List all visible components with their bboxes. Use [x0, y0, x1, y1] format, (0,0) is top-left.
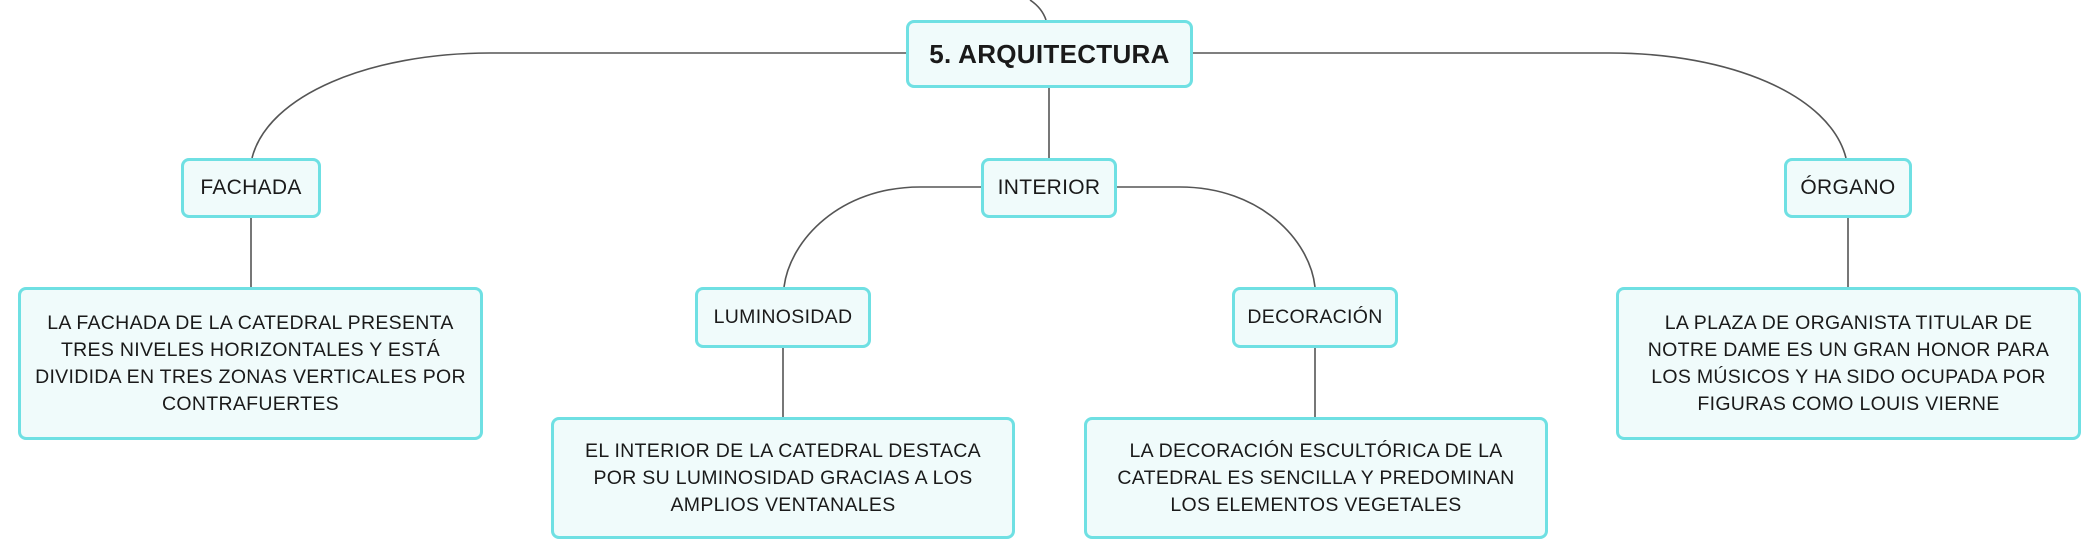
organo-text-node[interactable]: LA PLAZA DE ORGANISTA TITULAR DE NOTRE D… — [1616, 287, 2081, 440]
organo-text: LA PLAZA DE ORGANISTA TITULAR DE NOTRE D… — [1647, 311, 2050, 415]
organo-node[interactable]: ÓRGANO — [1784, 158, 1912, 218]
root-node[interactable]: 5. ARQUITECTURA — [906, 20, 1193, 88]
decoracion-text: LA DECORACIÓN ESCULTÓRICA DE LA CATEDRAL… — [1117, 439, 1515, 516]
connector-interior-luminosidad — [783, 186, 981, 288]
fachada-node[interactable]: FACHADA — [181, 158, 321, 218]
decoracion-text-node[interactable]: LA DECORACIÓN ESCULTÓRICA DE LA CATEDRAL… — [1084, 417, 1548, 539]
interior-node[interactable]: INTERIOR — [981, 158, 1117, 218]
fachada-text: LA FACHADA DE LA CATEDRAL PRESENTA TRES … — [35, 311, 466, 415]
connector-root-fachada — [251, 52, 906, 159]
organo-label: ÓRGANO — [1800, 176, 1896, 199]
connector-interior-decoracion — [1117, 186, 1316, 288]
decoracion-label: DECORACIÓN — [1247, 306, 1383, 328]
decoracion-node[interactable]: DECORACIÓN — [1232, 287, 1398, 348]
root-title: 5. ARQUITECTURA — [929, 38, 1170, 69]
interior-label: INTERIOR — [997, 176, 1101, 199]
luminosidad-text-node[interactable]: EL INTERIOR DE LA CATEDRAL DESTACA POR S… — [551, 417, 1015, 539]
connector-parent-root — [1029, 0, 1047, 21]
luminosidad-node[interactable]: LUMINOSIDAD — [695, 287, 871, 348]
connector-root-organo — [1193, 52, 1847, 159]
luminosidad-label: LUMINOSIDAD — [713, 306, 853, 328]
fachada-label: FACHADA — [200, 176, 302, 199]
fachada-text-node[interactable]: LA FACHADA DE LA CATEDRAL PRESENTA TRES … — [18, 287, 483, 440]
luminosidad-text: EL INTERIOR DE LA CATEDRAL DESTACA POR S… — [585, 439, 981, 516]
